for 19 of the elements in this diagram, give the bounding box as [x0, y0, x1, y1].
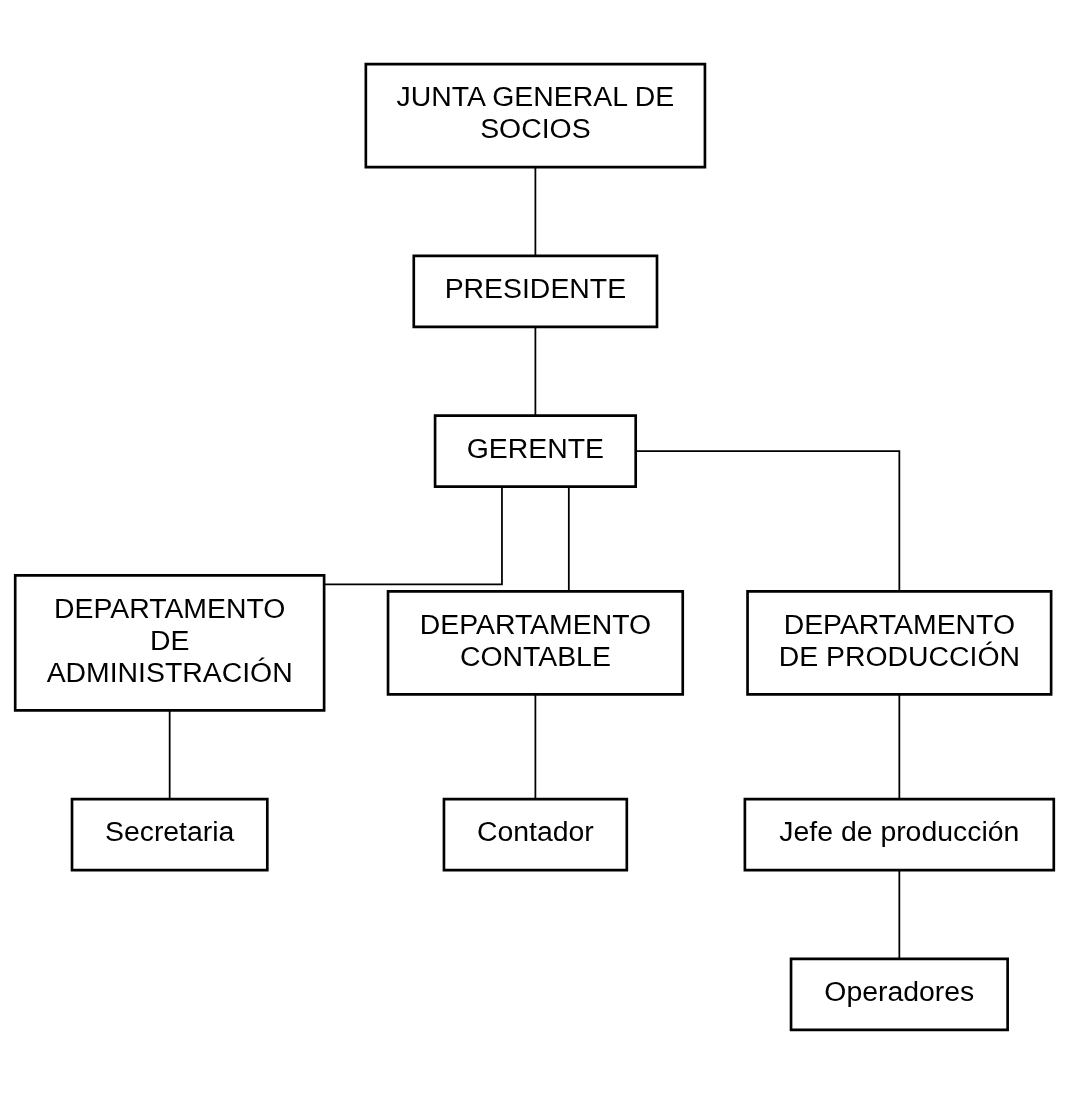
- node-box: Secretaria: [70, 797, 269, 871]
- connector: [168, 709, 171, 800]
- node-box: DEPARTAMENTO DE PRODUCCIÓN: [746, 589, 1053, 696]
- node-box: Jefe de producción: [743, 797, 1056, 871]
- connector: [534, 166, 537, 256]
- node-box: Contador: [442, 797, 629, 871]
- connector: [567, 485, 570, 592]
- connector: [898, 869, 901, 960]
- node-box: JUNTA GENERAL DE SOCIOS: [364, 62, 707, 168]
- node-box: PRESIDENTE: [412, 254, 659, 328]
- connector: [534, 326, 537, 416]
- node-box: GERENTE: [433, 413, 638, 488]
- node-box: Operadores: [789, 957, 1009, 1031]
- connector: [534, 693, 537, 800]
- connector: [898, 693, 901, 800]
- connector: [634, 449, 901, 592]
- node-box: DEPARTAMENTO DE ADMINISTRACIÓN: [13, 573, 326, 712]
- connector: [323, 485, 503, 585]
- node-box: DEPARTAMENTO CONTABLE: [386, 589, 685, 696]
